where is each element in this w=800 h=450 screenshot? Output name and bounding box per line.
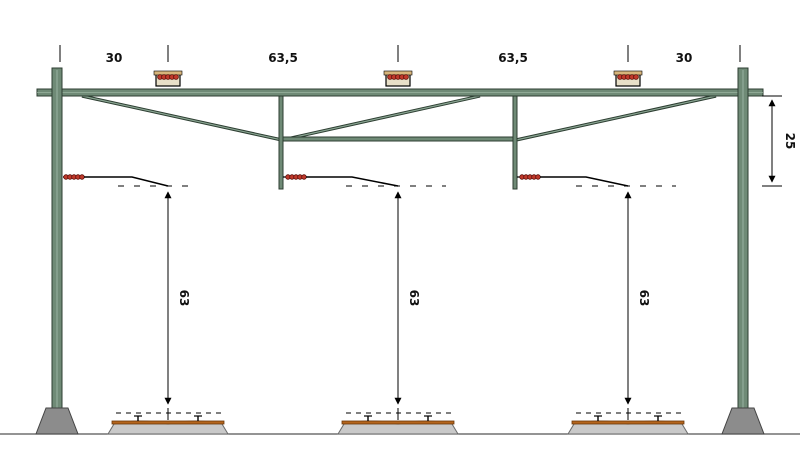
dimension-label-25: 25	[783, 133, 797, 150]
left-foundation	[35, 407, 79, 435]
track-right	[567, 408, 689, 435]
dimension-label-left-30: 30	[106, 51, 123, 65]
right-foundation	[721, 407, 765, 435]
dimension-label-right-63-5: 63,5	[498, 51, 528, 65]
cantilever-arm-middle	[283, 174, 446, 187]
height-label-left: 63	[177, 290, 191, 307]
right-dimension-25	[762, 95, 782, 187]
portal-bracing	[81, 94, 717, 190]
height-label-middle: 63	[407, 290, 421, 307]
height-label-right: 63	[637, 290, 651, 307]
cantilever-arm-left	[63, 174, 196, 187]
top-feeder-insulators	[153, 70, 643, 87]
dimension-label-left-63-5: 63,5	[268, 51, 298, 65]
cantilever-arm-right	[517, 174, 676, 187]
track-left	[107, 408, 229, 435]
top-dimension-ticks	[59, 45, 741, 62]
track-middle	[337, 408, 459, 435]
dimension-label-right-30: 30	[676, 51, 693, 65]
